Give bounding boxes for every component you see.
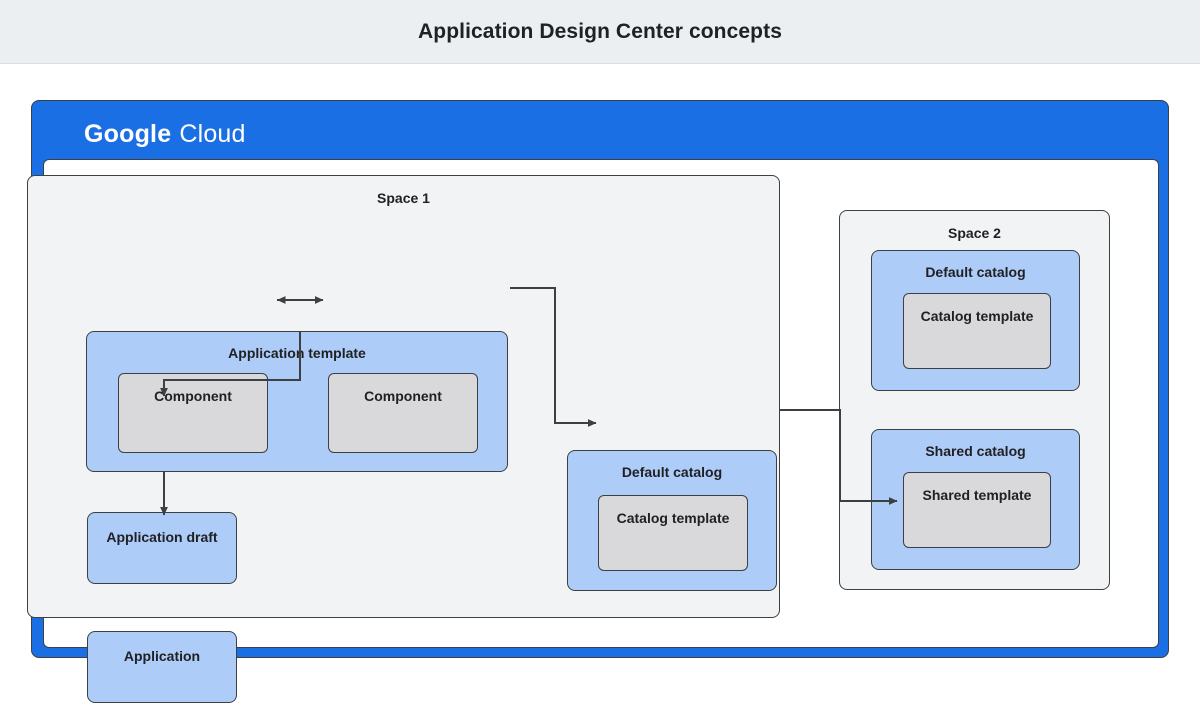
shared-template-box: Shared template — [903, 472, 1051, 548]
application-label: Application — [123, 648, 201, 664]
shared-catalog-label: Shared catalog — [925, 443, 1026, 459]
space-2-container: Space 2 Default catalog Catalog template… — [839, 210, 1110, 590]
page-title: Application Design Center concepts — [418, 19, 782, 43]
shared-catalog-box: Shared catalog Shared template — [871, 429, 1080, 570]
page-title-bar: Application Design Center concepts — [0, 0, 1200, 64]
diagram-canvas: Google Cloud Space 1 Application templat… — [0, 64, 1200, 703]
space-2-label: Space 2 — [948, 225, 1001, 241]
application-draft-box: Application draft — [87, 512, 237, 584]
space-1-catalog-template-box: Catalog template — [598, 495, 748, 571]
component-label-2: Component — [364, 388, 442, 404]
shared-template-label: Shared template — [922, 487, 1032, 503]
space-2-default-catalog-label: Default catalog — [925, 264, 1026, 280]
space-2-catalog-template-label: Catalog template — [920, 308, 1034, 324]
application-box: Application — [87, 631, 237, 703]
space-1-default-catalog-label: Default catalog — [621, 464, 723, 480]
component-box-2: Component — [328, 373, 478, 453]
component-box-1: Component — [118, 373, 268, 453]
space-1-catalog-template-label: Catalog template — [616, 510, 730, 526]
component-label-1: Component — [154, 388, 232, 404]
space-2-catalog-template-box: Catalog template — [903, 293, 1051, 369]
space-1-container: Space 1 Application template Component C… — [27, 175, 780, 703]
space-2-default-catalog-box: Default catalog Catalog template — [871, 250, 1080, 391]
application-template-label: Application template — [228, 345, 366, 361]
space-1-default-catalog-box: Default catalog Catalog template — [567, 450, 777, 591]
google-wordmark: Google — [84, 119, 172, 148]
space-1-label: Space 1 — [377, 190, 430, 206]
google-cloud-logo: Google Cloud — [84, 117, 404, 151]
application-draft-label: Application draft — [106, 529, 218, 545]
application-template-box: Application template Component Component — [86, 331, 508, 472]
cloud-wordmark: Cloud — [179, 119, 246, 148]
